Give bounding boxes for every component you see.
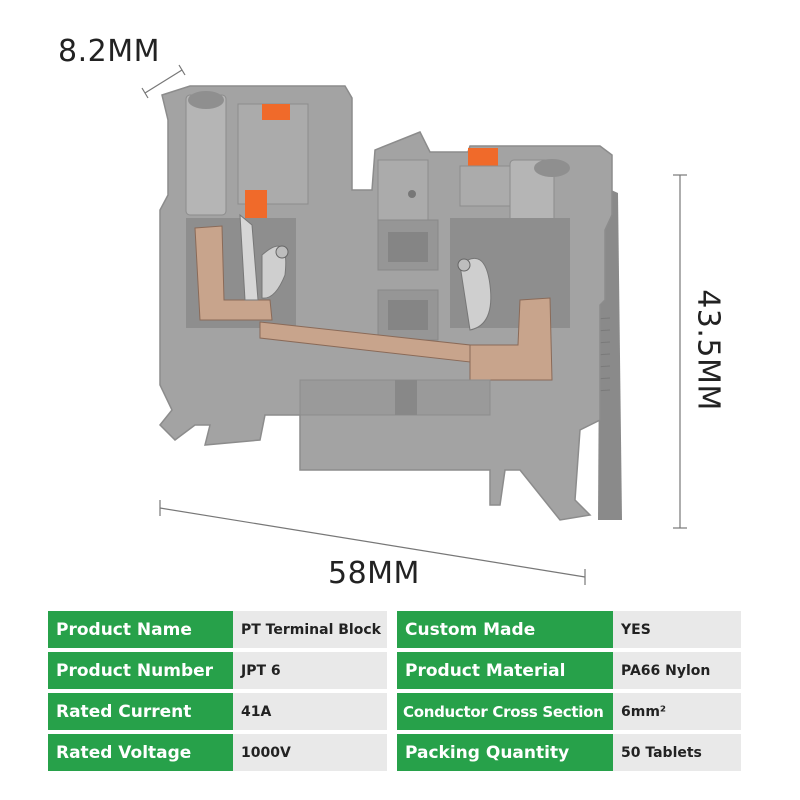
spec-label-conductor-cross-section: Conductor Cross Section xyxy=(397,693,613,730)
spec-value-rated-current: 41A xyxy=(233,693,387,730)
spec-label-product-name: Product Name xyxy=(48,611,233,648)
spec-label-packing-quantity: Packing Quantity xyxy=(397,734,613,771)
spec-label-product-material: Product Material xyxy=(397,652,613,689)
spec-label-rated-current: Rated Current xyxy=(48,693,233,730)
spec-value-rated-voltage: 1000V xyxy=(233,734,387,771)
spec-label-rated-voltage: Rated Voltage xyxy=(48,734,233,771)
spec-value-packing-quantity: 50 Tablets xyxy=(613,734,741,771)
bus-bar xyxy=(259,321,471,363)
terminal-block-image xyxy=(141,64,687,585)
left-contact-clamp xyxy=(194,225,273,321)
spec-value-conductor-cross-section: 6mm² xyxy=(613,693,741,730)
spec-label-product-number: Product Number xyxy=(48,652,233,689)
spec-table: Product Name PT Terminal Block Custom Ma… xyxy=(48,611,741,771)
spec-value-product-number: JPT 6 xyxy=(233,652,387,689)
height-dimension-line xyxy=(673,174,687,529)
right-release-button xyxy=(468,148,498,166)
spec-label-custom-made: Custom Made xyxy=(397,611,613,648)
spec-value-product-name: PT Terminal Block xyxy=(233,611,387,648)
width-dimension-label: 8.2MM xyxy=(58,34,160,69)
length-dimension-line xyxy=(159,500,586,585)
spec-value-product-material: PA66 Nylon xyxy=(613,652,741,689)
width-dimension-line xyxy=(141,64,186,99)
left-release-button xyxy=(262,104,290,120)
length-dimension-label: 58MM xyxy=(328,556,420,591)
spec-value-custom-made: YES xyxy=(613,611,741,648)
